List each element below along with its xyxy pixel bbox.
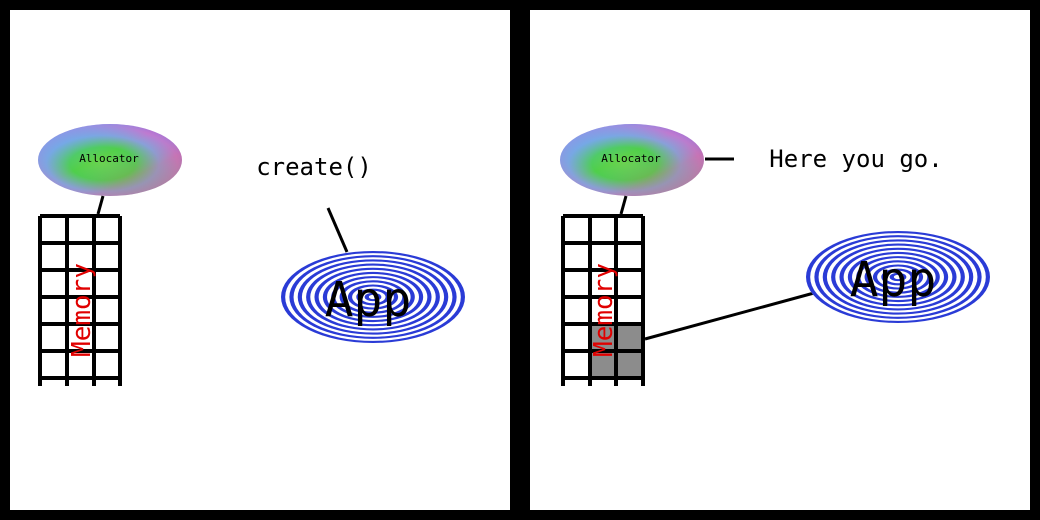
app-rings	[806, 231, 990, 323]
memory-grid	[38, 214, 122, 386]
allocator-memory-connector	[619, 195, 628, 215]
app-label: App	[850, 252, 937, 308]
allocator-label: Allocator	[79, 152, 139, 165]
app-ring	[368, 294, 378, 300]
memory-grid	[561, 214, 645, 386]
allocated-cell	[616, 324, 643, 351]
app-memory-pointer	[644, 291, 815, 341]
allocated-cell	[616, 351, 643, 378]
allocator-memory-connector	[96, 195, 105, 215]
memory-label: Memory	[589, 263, 619, 357]
app-rings	[281, 251, 465, 343]
allocated-cell	[590, 351, 616, 378]
panel-1-background	[10, 10, 510, 510]
allocator: Allocator	[560, 124, 704, 196]
allocator: Allocator	[38, 124, 182, 196]
allocated-cell	[590, 324, 616, 351]
app-label: App	[325, 272, 412, 328]
speech-tail	[326, 207, 349, 253]
app: App	[806, 231, 990, 323]
speech-text: Here you go.	[769, 145, 942, 173]
app: App	[281, 251, 465, 343]
app-ring	[893, 274, 903, 280]
panel-2: Allocator Memory Here you go.	[530, 10, 1030, 510]
memory-label: Memory	[67, 263, 97, 357]
panel-1: Allocator Memory create() App	[10, 10, 510, 510]
allocator-label: Allocator	[601, 152, 661, 165]
speech-text: create()	[256, 153, 372, 181]
